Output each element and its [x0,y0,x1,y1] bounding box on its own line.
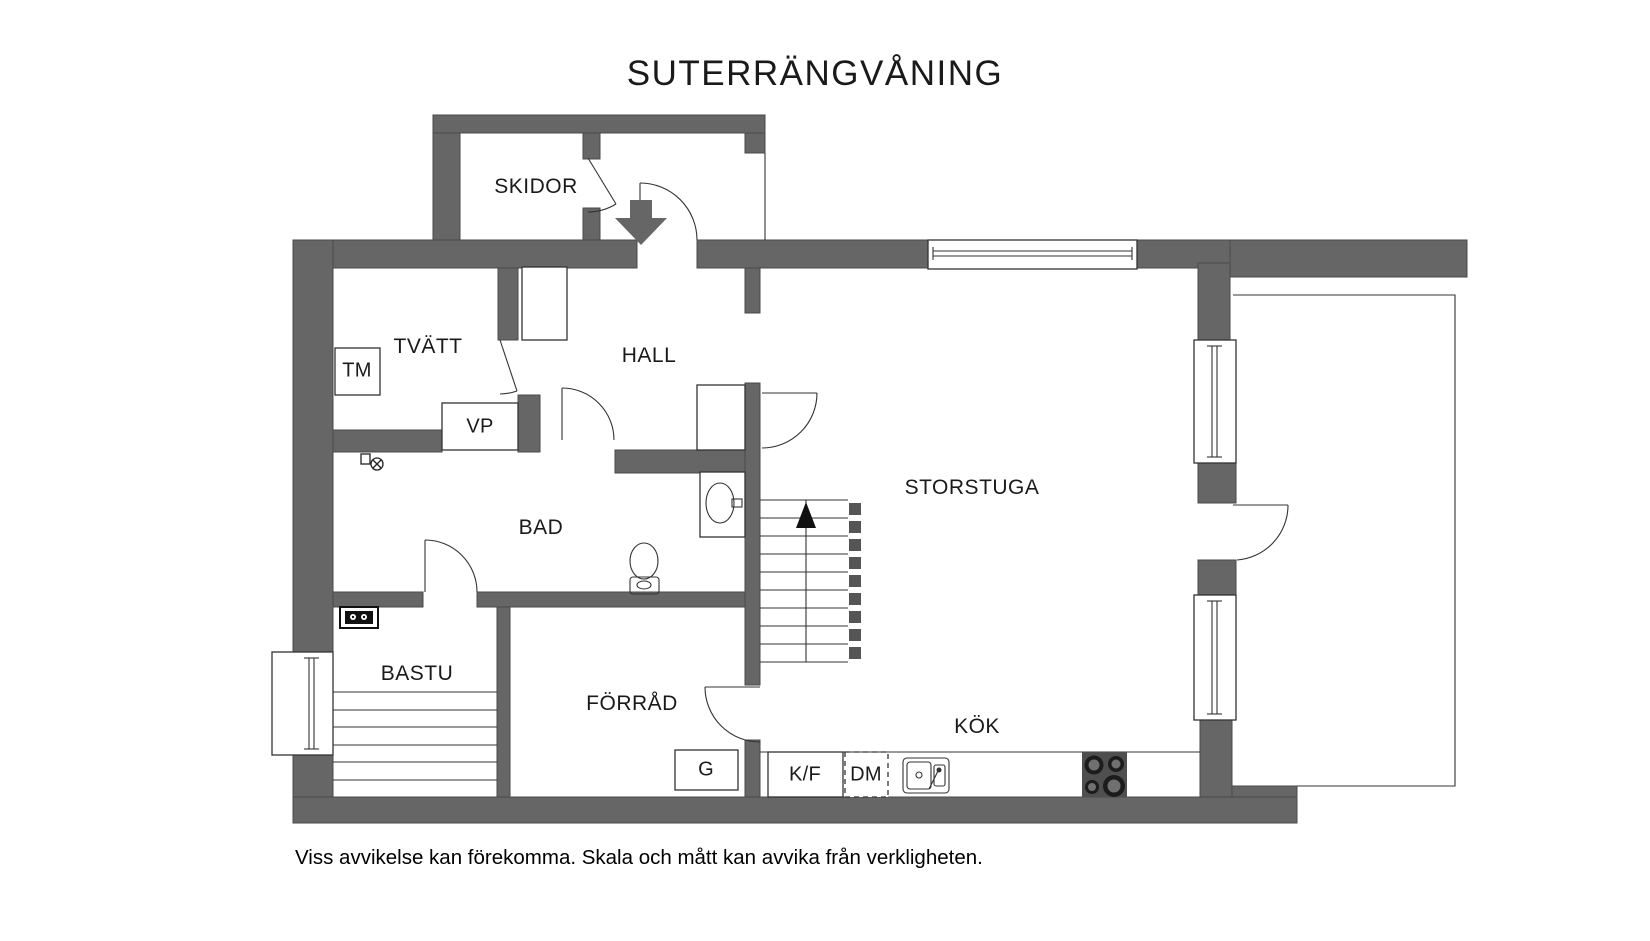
room-label-tvatt: TVÄTT [393,335,463,358]
wardrobe-box [674,749,739,791]
fixture-label-tm: TM [342,359,372,382]
wall-right-upper [1197,262,1231,341]
page-title: SUTERRÄNGVÅNING [626,54,1004,93]
wall-bottom-right-step [1231,785,1298,798]
toilet-icon [629,542,660,595]
window-storstuga-right-lower [1193,594,1237,721]
shower-mixer-icon [360,453,384,471]
wall-bad-top-1 [332,429,443,453]
wall-tvatt-door-pier [517,394,541,453]
wall-top-right [1229,239,1468,278]
wall-bad-top-2 [614,449,746,474]
wall-stairs-lower [744,739,761,798]
walls [292,114,1468,824]
stairs-up-arrow-icon [796,502,816,528]
room-label-hall: HALL [621,344,677,367]
wall-right-lower [1199,719,1233,798]
window-storstuga-top [927,239,1138,270]
door-bastu [424,539,478,593]
door-tvatt [499,339,518,395]
door-hall-bad [561,387,615,441]
door-forrad [704,686,761,743]
door-storstuga-terrace [1233,504,1289,561]
stairs-railing-ticks [849,503,861,659]
hall-closet-1 [521,266,568,341]
wall-right-pier-1 [1197,462,1237,504]
room-label-bad: BAD [518,516,564,539]
wall-entry-left [432,114,461,241]
thin-boundaries [764,153,1456,787]
kitchen-sink-icon [902,757,950,794]
washing-machine-box [334,347,381,396]
room-label-forrad: FÖRRÅD [586,692,678,715]
disclaimer-text: Viss avvikelse kan förekomma. Skala och … [295,846,983,869]
door-skidor [587,157,617,213]
stairs [760,499,861,663]
fridge-freezer-box [767,751,844,798]
wall-right-pier-2 [1197,559,1237,596]
entrance-arrow-icon [615,200,667,245]
dishwasher-box [844,751,889,798]
fixture-label-vp: VP [466,415,494,438]
wall-bottom [292,796,1298,824]
wall-vestibule-right-pier [744,132,766,154]
wall-left-upper [292,239,334,653]
hall-closet-2 [696,384,746,451]
wall-bad-bottom-2 [476,591,746,608]
wall-entry-top [432,114,766,134]
wall-top-b [696,239,929,269]
fixture-label-dm: DM [850,763,882,786]
wall-stairs [744,382,761,686]
heat-pump-box [441,402,519,451]
room-label-storstuga: STORSTUGA [904,476,1040,499]
wall-tvatt-hall [497,267,519,341]
sauna-benches [333,691,497,781]
wall-top-a [292,239,638,269]
wall-hall-storstuga-pier [744,267,761,314]
room-label-skidor: SKIDOR [494,175,578,198]
door-hall-storstuga [761,392,818,449]
terrace-outline [1233,294,1456,787]
window-storstuga-right-upper [1193,339,1237,464]
window-bastu [271,651,334,756]
fixture-label-g: G [698,758,714,781]
washbasin-icon [699,471,746,538]
wall-skidor-door-pier-bottom [582,207,601,241]
fixture-label-kf: K/F [788,763,822,786]
stove-icon [1082,752,1127,797]
room-label-bastu: BASTU [380,662,454,685]
wall-bad-bottom-1 [332,591,424,608]
wall-bastu-forrad [496,606,511,798]
wall-skidor-door-pier-top [582,132,601,160]
room-label-kok: KÖK [954,715,1000,738]
sauna-heater-icon [339,606,379,629]
wall-left-lower [292,754,334,798]
